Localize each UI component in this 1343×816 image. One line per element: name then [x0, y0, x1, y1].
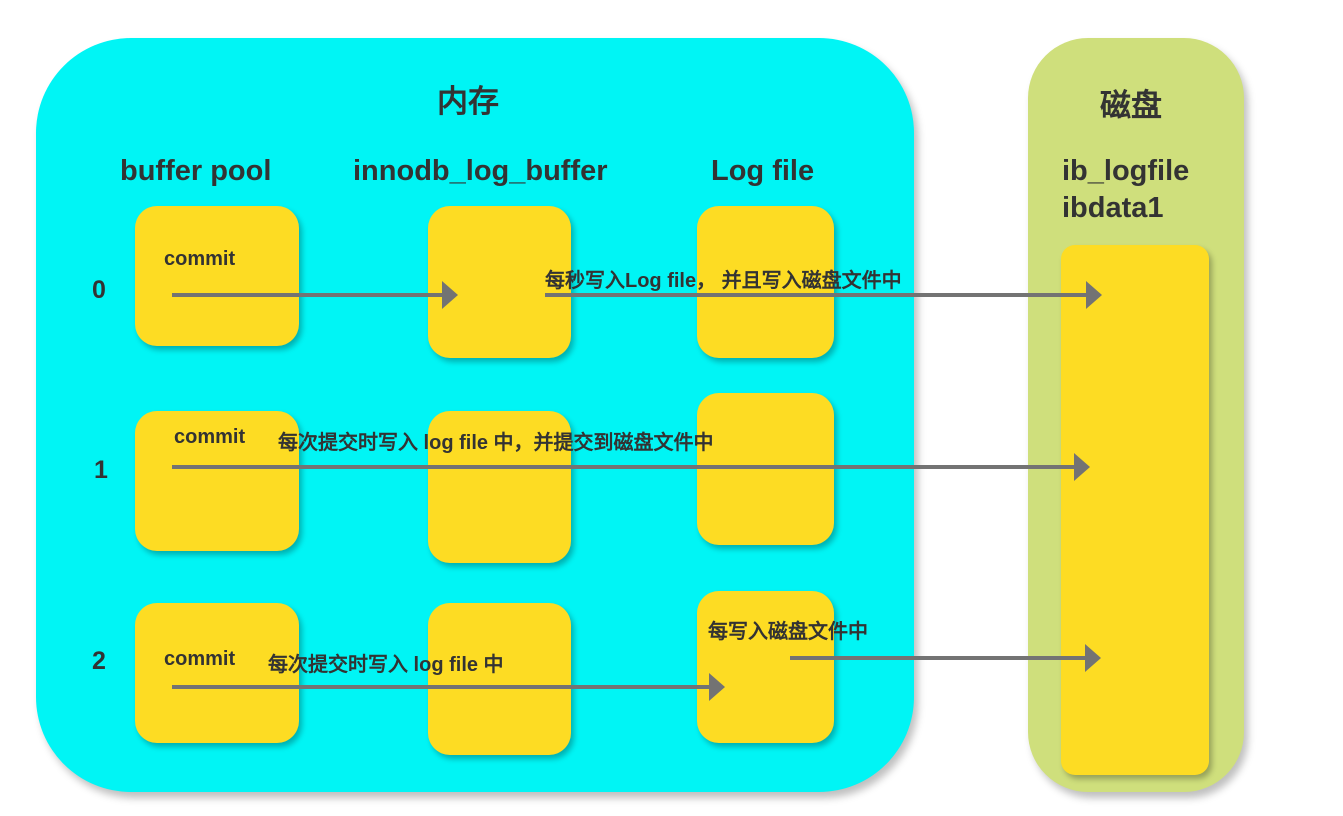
disk-log-block [1061, 245, 1209, 775]
row-label-2: 2 [92, 647, 106, 675]
disk-file-ibdata1: ibdata1 [1062, 192, 1164, 224]
log-buffer-block-row-1 [428, 411, 571, 563]
log-file-block-row-0 [697, 206, 834, 358]
commit-label-row-1: commit [174, 426, 246, 448]
note-row-2-after-logfile: 每写入磁盘文件中 [708, 621, 868, 643]
log-file-block-row-2 [697, 591, 834, 743]
row-label-0: 0 [92, 276, 106, 304]
row-label-1: 1 [94, 456, 108, 484]
column-log-file: Log file [711, 155, 815, 187]
column-buffer-pool: buffer pool [120, 155, 272, 187]
buffer-pool-block-row-1 [135, 411, 299, 551]
column-innodb-log-buffer: innodb_log_buffer [353, 155, 608, 187]
buffer-pool-block-row-0 [135, 206, 299, 346]
note-row-2-before-logfile: 每次提交时写入 log file 中 [268, 654, 504, 676]
commit-label-row-0: commit [164, 248, 236, 270]
memory-title: 内存 [437, 84, 499, 119]
commit-label-row-2: commit [164, 648, 236, 670]
note-row-0: 每秒写入Log file， 并且写入磁盘文件中 [545, 270, 902, 292]
disk-title: 磁盘 [1100, 88, 1162, 123]
log-buffer-block-row-2 [428, 603, 571, 755]
disk-file-ib-logfile: ib_logfile [1062, 155, 1190, 187]
buffer-pool-block-row-2 [135, 603, 299, 743]
note-row-1: 每次提交时写入 log file 中，并提交到磁盘文件中 [278, 432, 714, 454]
log-file-block-row-1 [697, 393, 834, 545]
